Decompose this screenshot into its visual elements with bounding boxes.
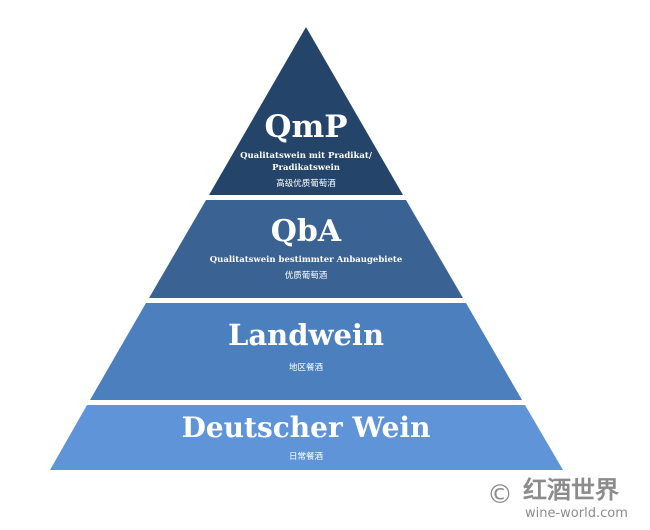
tier-qmp-shape bbox=[209, 27, 403, 195]
tier-landwein-title: Landwein bbox=[228, 318, 384, 352]
tier-qba-shape bbox=[149, 200, 463, 298]
tier-deutscher-wein-title: Deutscher Wein bbox=[182, 411, 431, 444]
tier-qba: QbA Qualitatswein bestimmter Anbaugebiet… bbox=[149, 200, 463, 298]
tier-qmp-title: QmP bbox=[264, 109, 347, 145]
tier-landwein: Landwein 地区餐酒 bbox=[90, 303, 522, 400]
watermark-logo-text: 红酒世界 bbox=[523, 476, 619, 504]
tier-qba-title: QbA bbox=[271, 214, 342, 249]
watermark: © 红酒世界 wine-world.com bbox=[487, 476, 628, 521]
tier-landwein-shape bbox=[90, 303, 522, 400]
copyright-icon: © bbox=[487, 480, 513, 510]
tier-qmp-subtitle-line2: Pradikatswein bbox=[272, 163, 340, 173]
tier-qmp-chinese: 高级优质葡萄酒 bbox=[276, 178, 336, 189]
tier-deutscher-wein: Deutscher Wein 日常餐酒 bbox=[50, 405, 563, 470]
tier-qmp: QmP Qualitatswein mit Pradikat/ Pradikat… bbox=[209, 27, 403, 195]
tier-qba-chinese: 优质葡萄酒 bbox=[285, 270, 328, 281]
tier-deutscher-wein-shape bbox=[50, 405, 563, 470]
watermark-url: wine-world.com bbox=[525, 506, 628, 521]
tier-landwein-chinese: 地区餐酒 bbox=[289, 362, 324, 373]
tier-deutscher-wein-chinese: 日常餐酒 bbox=[289, 451, 324, 462]
tier-qmp-subtitle-line1: Qualitatswein mit Pradikat/ bbox=[240, 151, 373, 161]
tier-qba-subtitle: Qualitatswein bestimmter Anbaugebiete bbox=[210, 255, 403, 265]
